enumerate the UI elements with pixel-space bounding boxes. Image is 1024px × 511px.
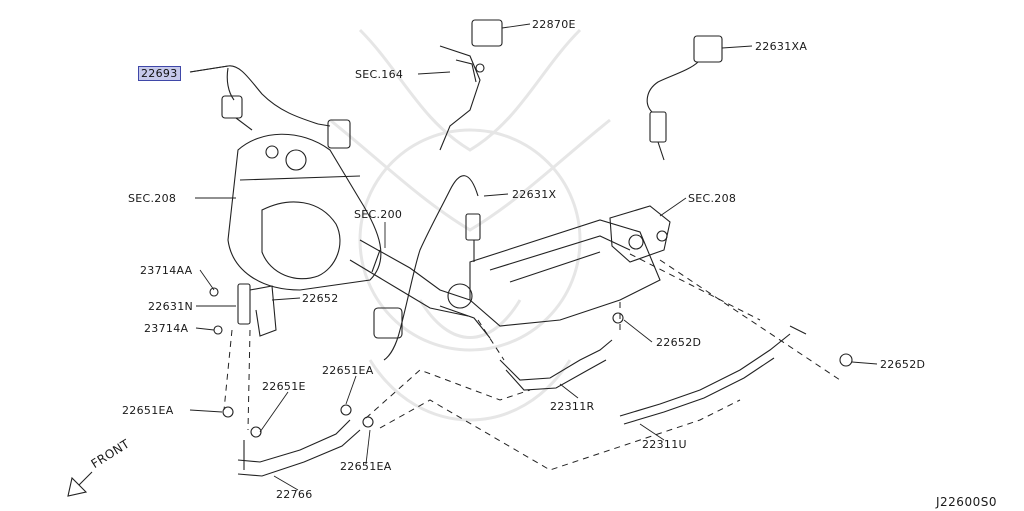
bracket-sec164	[439, 19, 503, 151]
flange-sec208-right	[609, 205, 671, 263]
callout-22651ea-center[interactable]: 22651EA	[322, 364, 374, 377]
sensor-22631xa	[646, 35, 723, 161]
bracket-22652-group	[209, 283, 277, 337]
callout-22631xa[interactable]: 22631XA	[755, 40, 808, 53]
callout-22631n[interactable]: 22631N	[148, 300, 194, 313]
callout-22651ea-left[interactable]: 22651EA	[122, 404, 174, 417]
front-pipe	[349, 239, 471, 317]
callout-23714aa[interactable]: 23714AA	[140, 264, 193, 277]
callout-22631x[interactable]: 22631X	[512, 188, 557, 201]
callout-22652[interactable]: 22652	[302, 292, 339, 305]
sensor-22693	[189, 65, 351, 149]
callout-23714a[interactable]: 23714A	[144, 322, 189, 335]
callout-22766[interactable]: 22766	[276, 488, 313, 501]
dashed-routing-lines	[223, 253, 841, 471]
catalytic-converter-main	[439, 219, 661, 339]
callout-22311u[interactable]: 22311U	[642, 438, 687, 451]
watermark-emblem	[329, 28, 611, 422]
sheet-code: J22600S0	[936, 495, 997, 509]
front-arrow-icon	[67, 471, 93, 497]
callout-sec200[interactable]: SEC.200	[354, 208, 403, 221]
hose-22311r	[499, 312, 624, 391]
callout-22651ea-bottom[interactable]: 22651EA	[340, 460, 392, 473]
callout-22652d-right[interactable]: 22652D	[880, 358, 926, 371]
tube-22766	[222, 404, 374, 477]
callout-22870e[interactable]: 22870E	[532, 18, 576, 31]
callout-sec208-left[interactable]: SEC.208	[128, 192, 177, 205]
catalytic-converter-left	[227, 133, 382, 291]
callout-sec164[interactable]: SEC.164	[355, 68, 404, 81]
callout-22693[interactable]: 22693	[138, 66, 181, 81]
sensor-22631x	[373, 175, 481, 361]
leader-lines	[189, 23, 878, 491]
hose-22311u	[619, 325, 853, 425]
callout-22311r[interactable]: 22311R	[550, 400, 595, 413]
callout-sec208-right[interactable]: SEC.208	[688, 192, 737, 205]
callout-22651e[interactable]: 22651E	[262, 380, 306, 393]
callout-22652d-center[interactable]: 22652D	[656, 336, 702, 349]
